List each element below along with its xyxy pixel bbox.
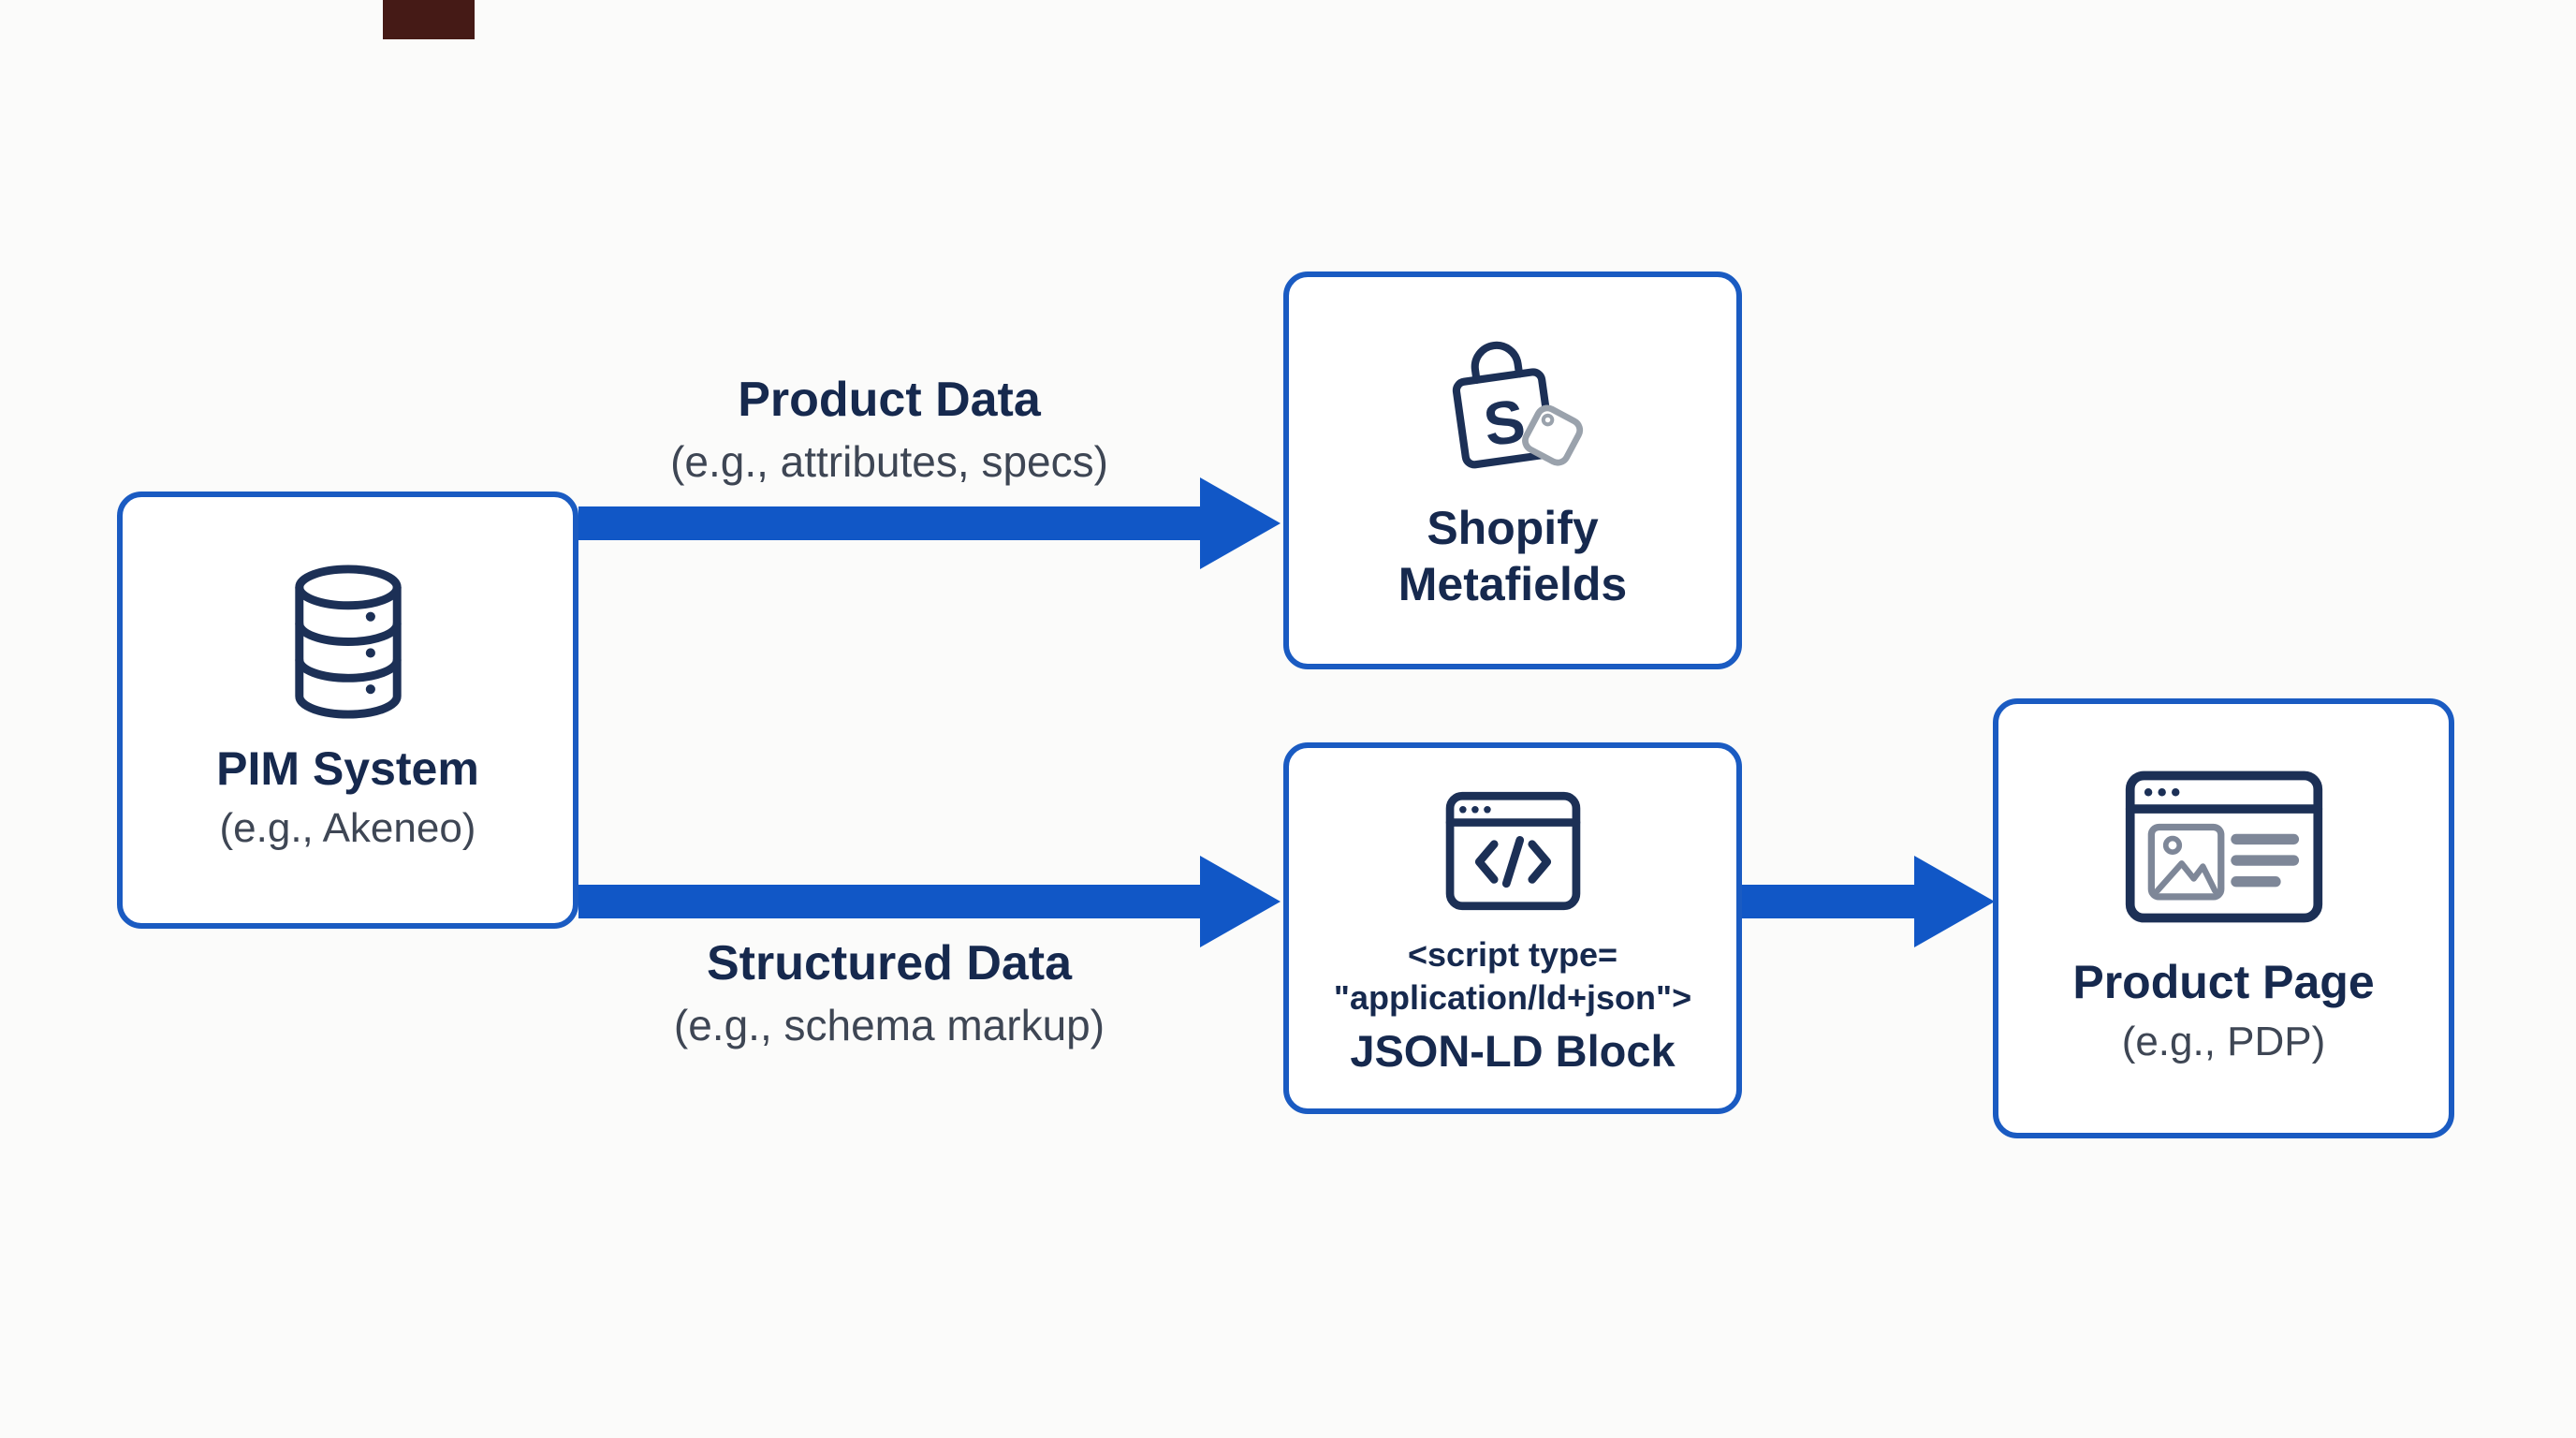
code-window-icon: [1445, 791, 1580, 911]
arrow-jsonld-to-product-head: [1914, 856, 1995, 947]
node-product-title: Product Page: [2072, 956, 2375, 1008]
node-pim-title: PIM System: [216, 742, 479, 795]
jsonld-code-line2: "application/ld+json">: [1333, 978, 1692, 1018]
node-shopify-title: Shopify Metafields: [1398, 502, 1628, 610]
node-product-subtitle: (e.g., PDP): [2121, 1019, 2326, 1064]
database-icon: [294, 565, 402, 719]
arrow-jsonld-to-product-shaft: [1742, 885, 1916, 918]
edge-label-product-data-sub: (e.g., attributes, specs): [670, 437, 1108, 487]
edge-label-product-data-title: Product Data: [738, 373, 1041, 427]
arrow-pim-to-jsonld-head: [1200, 856, 1281, 947]
arrow-pim-to-shopify-shaft: [578, 506, 1204, 540]
node-jsonld-block: <script type= "application/ld+json"> JSO…: [1283, 742, 1742, 1114]
edge-label-structured-data: Structured Data (e.g., schema markup): [552, 934, 1226, 1052]
arrow-pim-to-shopify-head: [1200, 477, 1281, 569]
top-edge-artifact: [383, 0, 475, 39]
edge-label-structured-data-sub: (e.g., schema markup): [673, 1001, 1105, 1050]
node-shopify-metafields: S Shopify Metafields: [1283, 271, 1742, 669]
edge-label-structured-data-title: Structured Data: [706, 936, 1073, 990]
node-product-page: Product Page (e.g., PDP): [1993, 698, 2454, 1138]
arrow-pim-to-jsonld-shaft: [578, 885, 1204, 918]
edge-label-product-data: Product Data (e.g., attributes, specs): [552, 371, 1226, 489]
browser-page-icon: [2125, 770, 2322, 923]
node-jsonld-title: JSON-LD Block: [1350, 1026, 1676, 1077]
shopify-bag-icon: S: [1452, 341, 1584, 469]
shopify-bag-letter: S: [1480, 386, 1530, 459]
node-pim-subtitle: (e.g., Akeneo): [219, 805, 476, 851]
node-pim-system: PIM System (e.g., Akeneo): [117, 492, 578, 929]
jsonld-code-line1: <script type=: [1407, 935, 1618, 974]
